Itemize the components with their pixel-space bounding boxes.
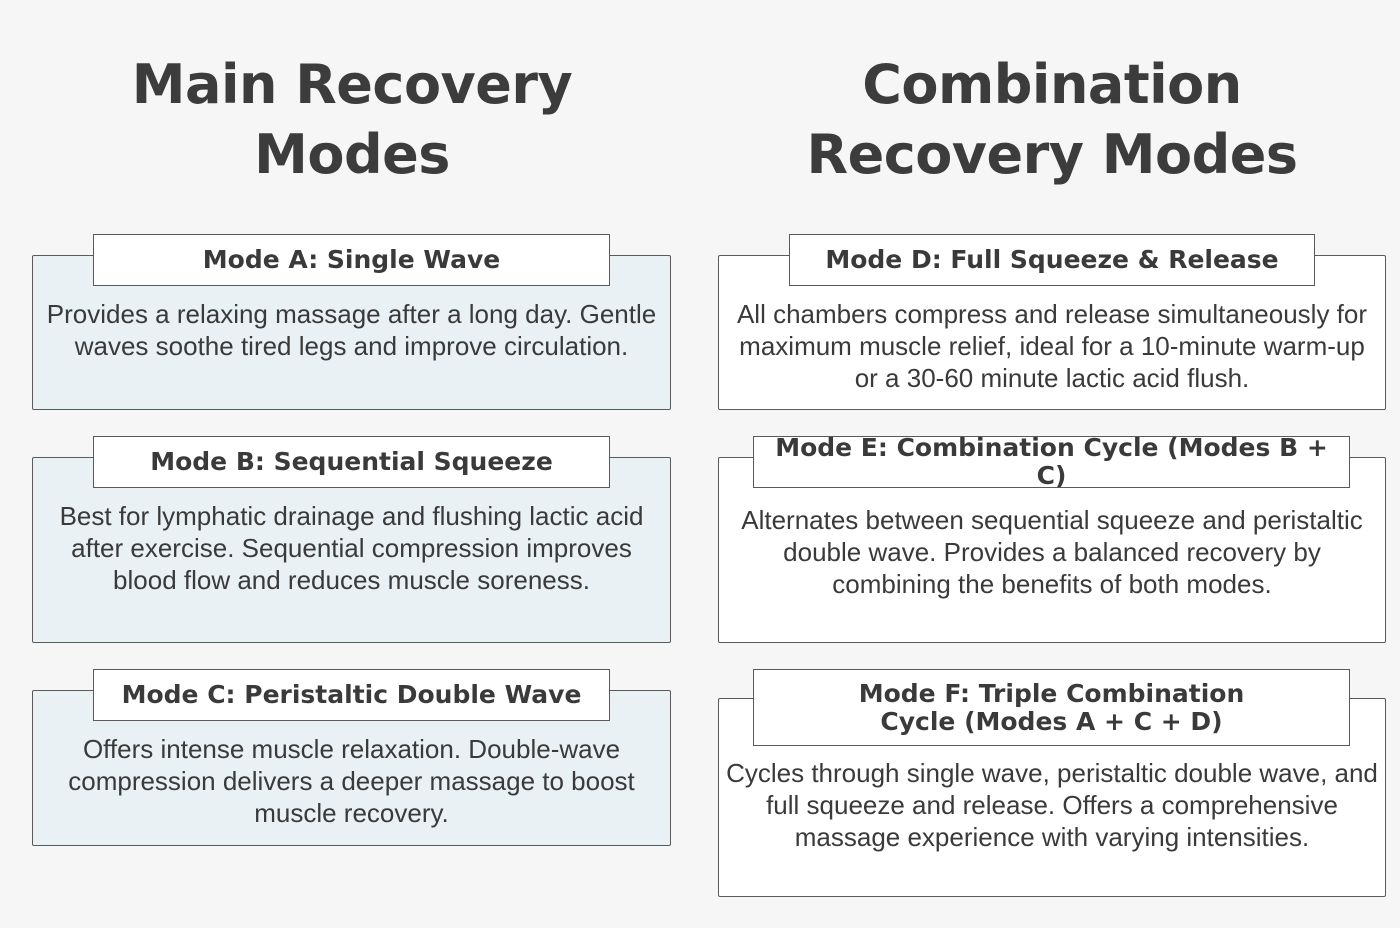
mode-e-description: Alternates between sequential squeeze an… [741,505,1363,599]
mode-b-card: Best for lymphatic drainage and flushing… [32,457,671,643]
mode-b-label: Mode B: Sequential Squeeze [93,436,610,488]
mode-f-label: Mode F: Triple Combination Cycle (Modes … [753,669,1350,746]
mode-c-description: Offers intense muscle relaxation. Double… [68,734,635,828]
combination-modes-title: Combination Recovery Modes [806,53,1298,186]
mode-d-description: All chambers compress and release simult… [736,299,1368,393]
main-modes-title: Main Recovery Modes [131,53,573,186]
mode-f-description: Cycles through single wave, peristaltic … [726,758,1378,852]
mode-e-card: Alternates between sequential squeeze an… [718,457,1386,643]
mode-a-label: Mode A: Single Wave [93,234,610,286]
mode-a-description: Provides a relaxing massage after a long… [46,299,657,361]
mode-e-label: Mode E: Combination Cycle (Modes B + C) [753,434,1350,490]
mode-d-label: Mode D: Full Squeeze & Release [789,234,1315,286]
mode-b-description: Best for lymphatic drainage and flushing… [59,501,644,595]
mode-c-label: Mode C: Peristaltic Double Wave [93,669,610,721]
